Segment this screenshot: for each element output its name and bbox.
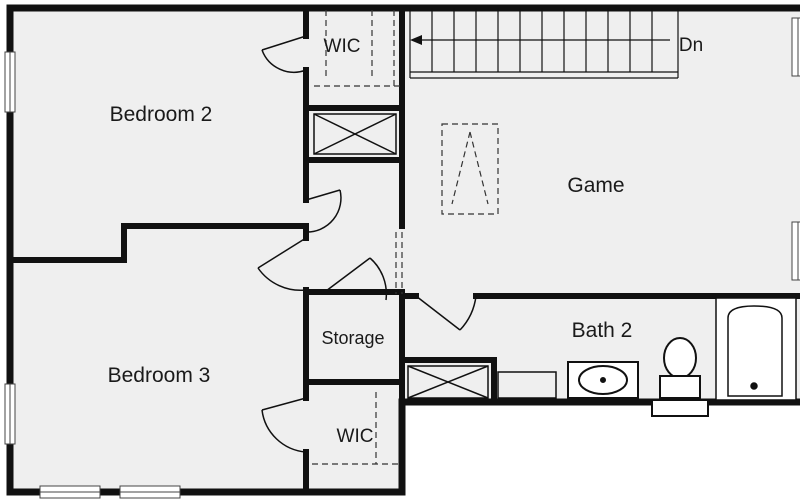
windows (4, 17, 800, 499)
toilet-icon (651, 337, 709, 417)
room-label-storage: Storage (321, 328, 384, 348)
room-label-wic-top: WIC (324, 36, 361, 57)
bathtub-icon (715, 297, 797, 401)
shower-pan (407, 365, 489, 399)
interior-walls (7, 5, 800, 495)
room-label-bedroom-3: Bedroom 3 (108, 364, 211, 387)
doors (257, 35, 477, 453)
stair-arrow-icon (410, 35, 422, 45)
room-label-bath-2: Bath 2 (572, 319, 633, 342)
linen-closet-box (313, 113, 397, 155)
room-label-game: Game (567, 174, 624, 197)
bath-counter (497, 371, 557, 399)
room-label-bedroom-2: Bedroom 2 (110, 103, 213, 126)
room-label-wic-bottom: WIC (337, 426, 374, 447)
stairs (409, 8, 679, 79)
dashed-lines (312, 10, 499, 465)
stairs-direction-label: Dn (679, 35, 703, 56)
sink-icon (567, 361, 639, 399)
